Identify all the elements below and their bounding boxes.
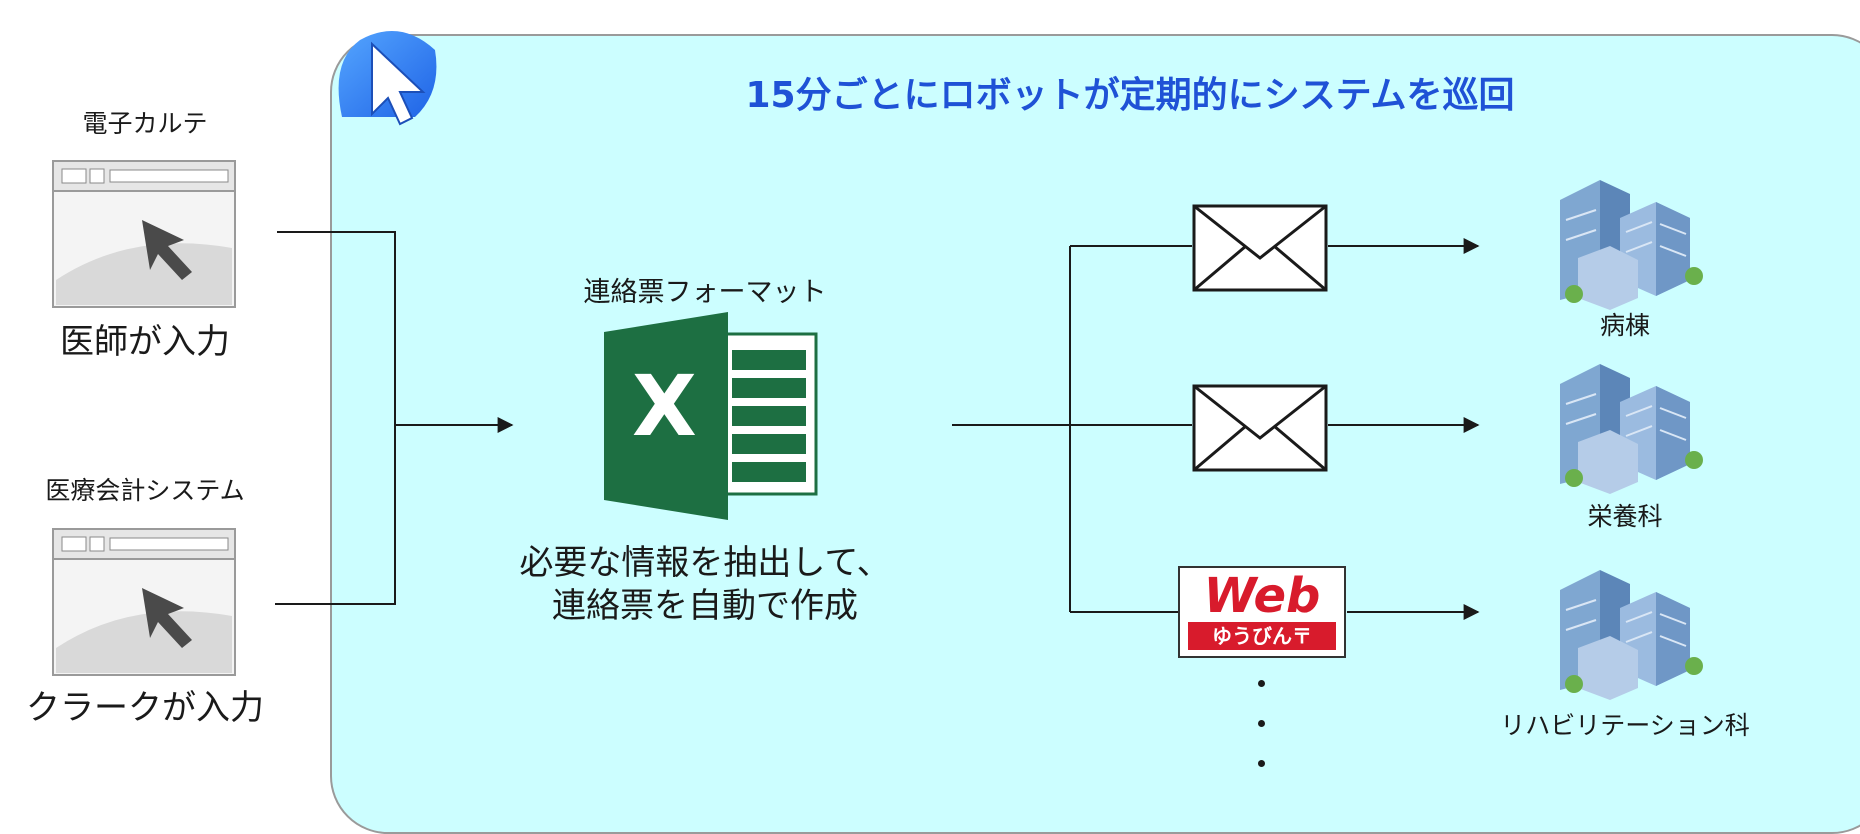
continuation-dot <box>1258 720 1265 727</box>
hospital-building-icon <box>1560 180 1703 310</box>
format-label: 連絡票フォーマット <box>583 277 827 308</box>
browser-window-icon <box>52 160 236 308</box>
destination-label: リハビリテーション科 <box>1500 711 1750 740</box>
input-action-label: 医師が入力 <box>60 322 230 362</box>
input-system-label: 医療会計システム <box>45 476 245 505</box>
mail-envelope-icon <box>1192 384 1328 472</box>
robot-cursor-icon <box>338 31 437 126</box>
input-system-label: 電子カルテ <box>82 109 208 138</box>
continuation-dot <box>1258 680 1265 687</box>
hospital-building-icon <box>1560 364 1703 494</box>
web-yubin-logo: Web ゆうびん〒 <box>1178 566 1346 658</box>
mail-envelope-icon <box>1192 204 1328 292</box>
description-line-1: 必要な情報を抽出して、 <box>519 543 891 583</box>
excel-letter: X <box>632 357 697 455</box>
description-line-2: 連絡票を自動で作成 <box>552 586 858 626</box>
destination-label: 病棟 <box>1599 311 1650 340</box>
input-action-label: クラークが入力 <box>26 688 264 728</box>
web-logo-sub: ゆうびん〒 <box>1188 622 1336 650</box>
diagram-title: 15分ごとにロボットが定期的にシステムを巡回 <box>745 75 1515 116</box>
continuation-dot <box>1258 760 1265 767</box>
excel-icon <box>604 312 818 520</box>
web-logo-main: Web <box>1203 568 1321 624</box>
browser-window-icon <box>52 528 236 676</box>
hospital-building-icon <box>1560 570 1703 700</box>
connector-lines <box>275 231 1480 620</box>
destination-label: 栄養科 <box>1587 502 1663 531</box>
